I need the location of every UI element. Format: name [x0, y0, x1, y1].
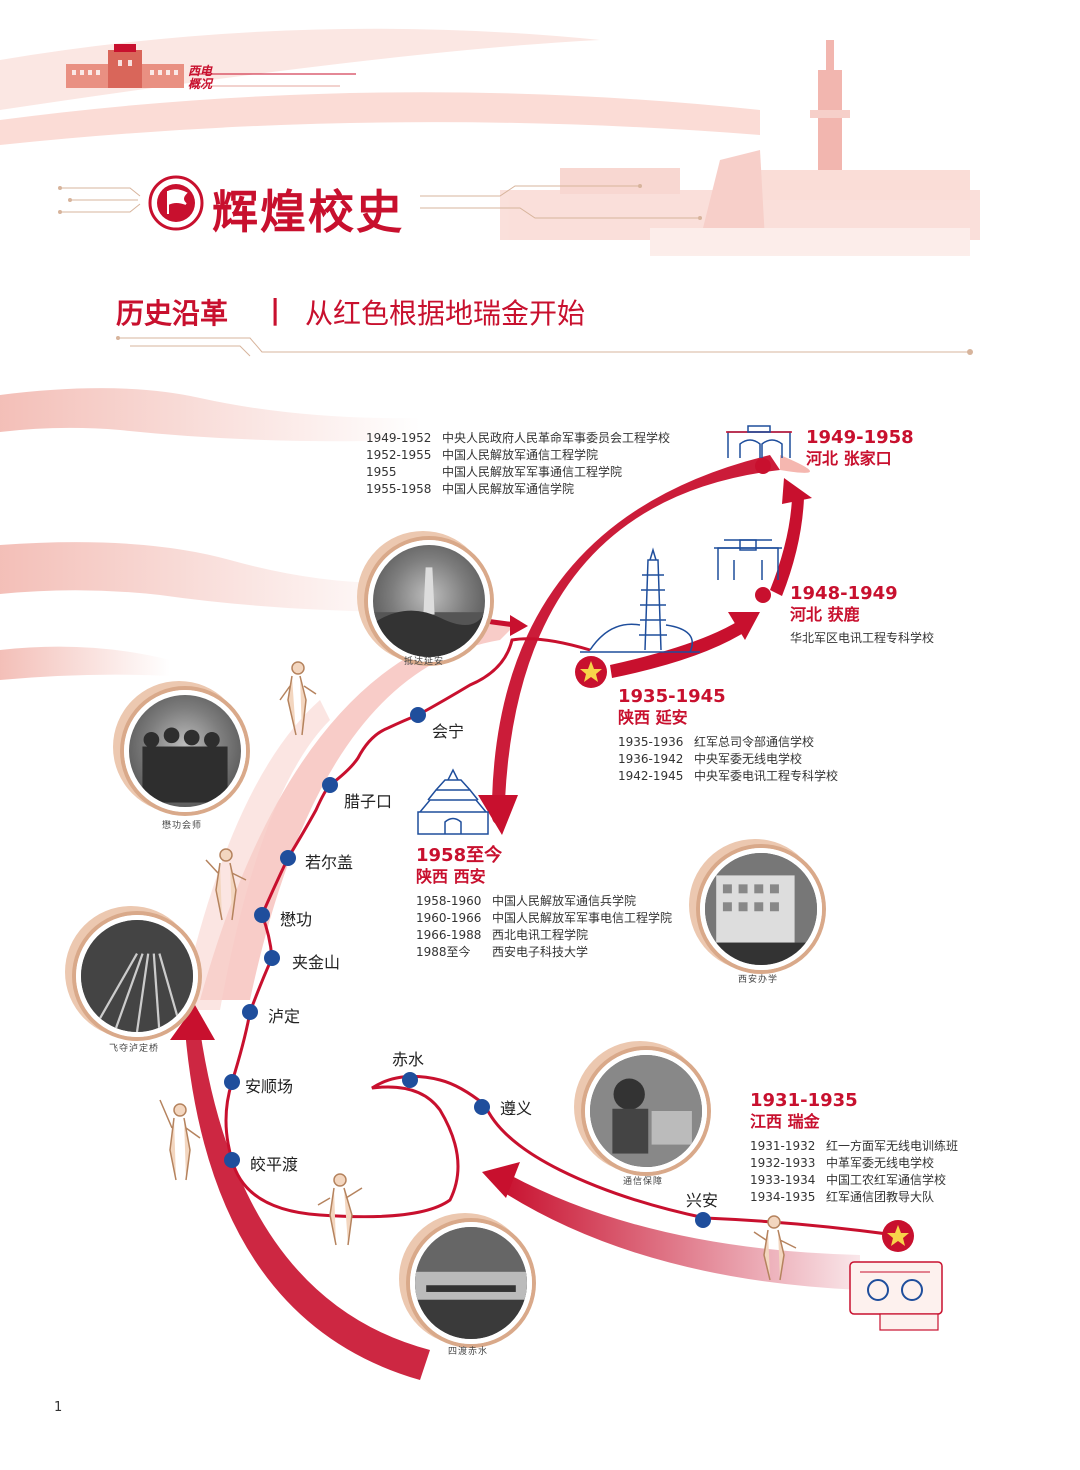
- era-place: 江西 瑞金: [750, 1112, 820, 1131]
- photo-caption-maogong: 懋功会师: [161, 821, 203, 831]
- radio-operator-photo-icon: [590, 1055, 702, 1167]
- era-institution: 华北军区电讯工程专科学校: [790, 631, 935, 645]
- campus-building-logo-icon: [66, 44, 184, 88]
- era-place: 陕西 延安: [618, 708, 688, 727]
- route-stop-markers: [224, 707, 711, 1228]
- era-place: 河北 获鹿: [790, 605, 860, 624]
- zhangjiakou-gate-icon: [726, 425, 792, 458]
- stop-label-chishui: 赤水: [392, 1050, 425, 1069]
- logo-text-line1: 西电: [188, 64, 213, 78]
- era-years: 1949-1958: [806, 427, 914, 448]
- stop-label-zunyi: 遵义: [500, 1099, 533, 1118]
- logo-text: 西电 概况: [188, 65, 212, 91]
- photo-xian: [700, 848, 822, 970]
- stop-label-huining: 会宁: [432, 722, 465, 741]
- building-photo-icon: [705, 853, 817, 965]
- photo-maogong: [124, 690, 246, 812]
- star-icon: [575, 656, 607, 688]
- section-subtitle: 从红色根据地瑞金开始: [305, 297, 586, 330]
- page-number: 1: [54, 1400, 63, 1415]
- group-photo-icon: [142, 727, 228, 803]
- photo-luding: [76, 915, 198, 1037]
- era-years: 1948-1949: [790, 583, 898, 604]
- era-years: 1935-1945: [618, 686, 726, 707]
- star-icon: [882, 1220, 914, 1252]
- history-entry: 1988至今西安电子科技大学: [416, 945, 589, 959]
- logo-text-line2: 概况: [188, 77, 213, 91]
- river-crossing-photo-icon: [415, 1227, 527, 1339]
- photo-caption-xian: 西安办学: [737, 975, 779, 985]
- radio-icon: [849, 1261, 943, 1331]
- soldier-figure-icon: [159, 661, 797, 1281]
- xian-tower-icon: [417, 768, 489, 835]
- zhangjiakou-era-label: 1949-1958 河北 张家口: [806, 427, 914, 469]
- photo-yanan: [368, 540, 490, 662]
- pagoda-photo-icon: [373, 567, 485, 657]
- photo-signal: [585, 1050, 707, 1172]
- stop-label-ruoergai: 若尔盖: [305, 853, 354, 872]
- huolu-era-label: 1948-1949 河北 获鹿 华北军区电讯工程专科学校: [790, 583, 934, 646]
- photo-caption-chishui: 四渡赤水: [447, 1347, 489, 1357]
- stop-label-maogong: 懋功: [280, 910, 313, 929]
- stop-label-jiaopingdu: 皎平渡: [250, 1155, 299, 1174]
- photo-chishui: [410, 1222, 532, 1344]
- era-years: 1958至今: [416, 845, 503, 866]
- stop-label-jiajinshan: 夹金山: [292, 953, 341, 972]
- stop-label-luding: 泸定: [268, 1007, 301, 1026]
- stop-label-lazikou: 腊子口: [344, 792, 393, 811]
- era-place: 陕西 西安: [416, 867, 486, 886]
- photo-caption-signal: 通信保障: [622, 1177, 664, 1187]
- yanan-pagoda-icon: [580, 547, 700, 653]
- stop-label-anshunchang: 安顺场: [245, 1077, 294, 1096]
- era-years: 1931-1935: [750, 1090, 858, 1111]
- section-title: 历史沿革: [116, 297, 229, 330]
- era-place: 河北 张家口: [806, 449, 892, 468]
- red-flag-emblem-icon: [148, 175, 204, 231]
- photo-caption-yanan: 抵达延安: [403, 657, 445, 667]
- page-title: 辉煌校史: [212, 185, 404, 239]
- section-divider: |: [270, 293, 281, 326]
- photo-caption-luding: 飞夺泸定桥: [108, 1044, 160, 1054]
- skyline-icon: [500, 40, 980, 256]
- stop-label-xingan: 兴安: [686, 1191, 719, 1210]
- bridge-photo-icon: [81, 920, 193, 1032]
- huolu-archway-icon: [714, 539, 782, 580]
